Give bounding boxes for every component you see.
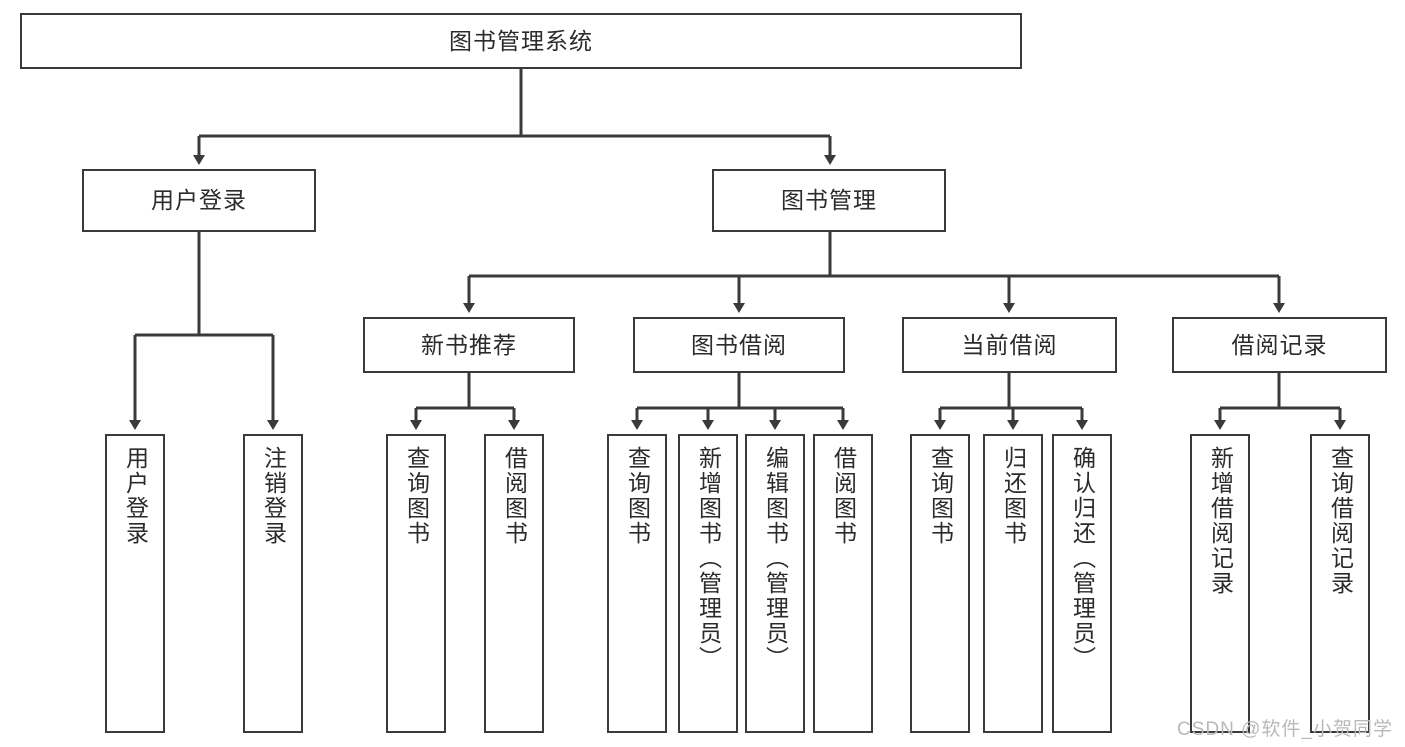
node-borrow-record-label: 借阅记录	[1231, 331, 1328, 358]
node-leaf-user-login[interactable]: 用户登录	[105, 434, 165, 733]
node-leaf-add-record[interactable]: 新增借阅记录	[1190, 434, 1250, 733]
node-current-borrow[interactable]: 当前借阅	[902, 317, 1117, 373]
node-leaf-confirm-return-label: 确认归还（管理员）	[1069, 446, 1096, 671]
node-leaf-query-book-cur-label: 查询图书	[927, 446, 954, 546]
node-book-manage[interactable]: 图书管理	[712, 169, 946, 232]
node-leaf-add-book-label: 新增图书（管理员）	[695, 446, 722, 671]
node-leaf-add-book[interactable]: 新增图书（管理员）	[678, 434, 738, 733]
node-new-book-rec[interactable]: 新书推荐	[363, 317, 575, 373]
node-leaf-query-book-borrow[interactable]: 查询图书	[607, 434, 667, 733]
node-leaf-query-book-borrow-label: 查询图书	[624, 446, 651, 546]
node-root[interactable]: 图书管理系统	[20, 13, 1022, 69]
node-leaf-query-record[interactable]: 查询借阅记录	[1310, 434, 1370, 733]
node-leaf-borrow-book[interactable]: 借阅图书	[813, 434, 873, 733]
node-leaf-confirm-return[interactable]: 确认归还（管理员）	[1052, 434, 1112, 733]
node-book-borrow[interactable]: 图书借阅	[633, 317, 845, 373]
node-leaf-query-book-rec[interactable]: 查询图书	[386, 434, 446, 733]
node-leaf-edit-book-label: 编辑图书（管理员）	[762, 446, 789, 671]
node-leaf-query-book-cur[interactable]: 查询图书	[910, 434, 970, 733]
node-leaf-add-record-label: 新增借阅记录	[1207, 446, 1234, 596]
node-leaf-return-book-label: 归还图书	[1000, 446, 1027, 546]
node-leaf-user-login-label: 用户登录	[122, 446, 149, 546]
node-leaf-query-record-label: 查询借阅记录	[1327, 446, 1354, 596]
node-leaf-user-logout[interactable]: 注销登录	[243, 434, 303, 733]
node-leaf-edit-book[interactable]: 编辑图书（管理员）	[745, 434, 805, 733]
node-user-login-label: 用户登录	[151, 187, 247, 214]
node-current-borrow-label: 当前借阅	[961, 331, 1058, 358]
node-borrow-record[interactable]: 借阅记录	[1172, 317, 1387, 373]
node-leaf-return-book[interactable]: 归还图书	[983, 434, 1043, 733]
node-new-book-rec-label: 新书推荐	[421, 331, 517, 358]
node-user-login[interactable]: 用户登录	[82, 169, 316, 232]
node-book-borrow-label: 图书借阅	[691, 331, 787, 358]
node-leaf-borrow-book-rec[interactable]: 借阅图书	[484, 434, 544, 733]
node-leaf-query-book-rec-label: 查询图书	[403, 446, 430, 546]
node-book-manage-label: 图书管理	[781, 187, 877, 214]
node-leaf-borrow-book-label: 借阅图书	[830, 446, 857, 546]
node-leaf-borrow-book-rec-label: 借阅图书	[501, 446, 528, 546]
node-root-label: 图书管理系统	[449, 27, 593, 54]
node-leaf-user-logout-label: 注销登录	[260, 446, 287, 546]
